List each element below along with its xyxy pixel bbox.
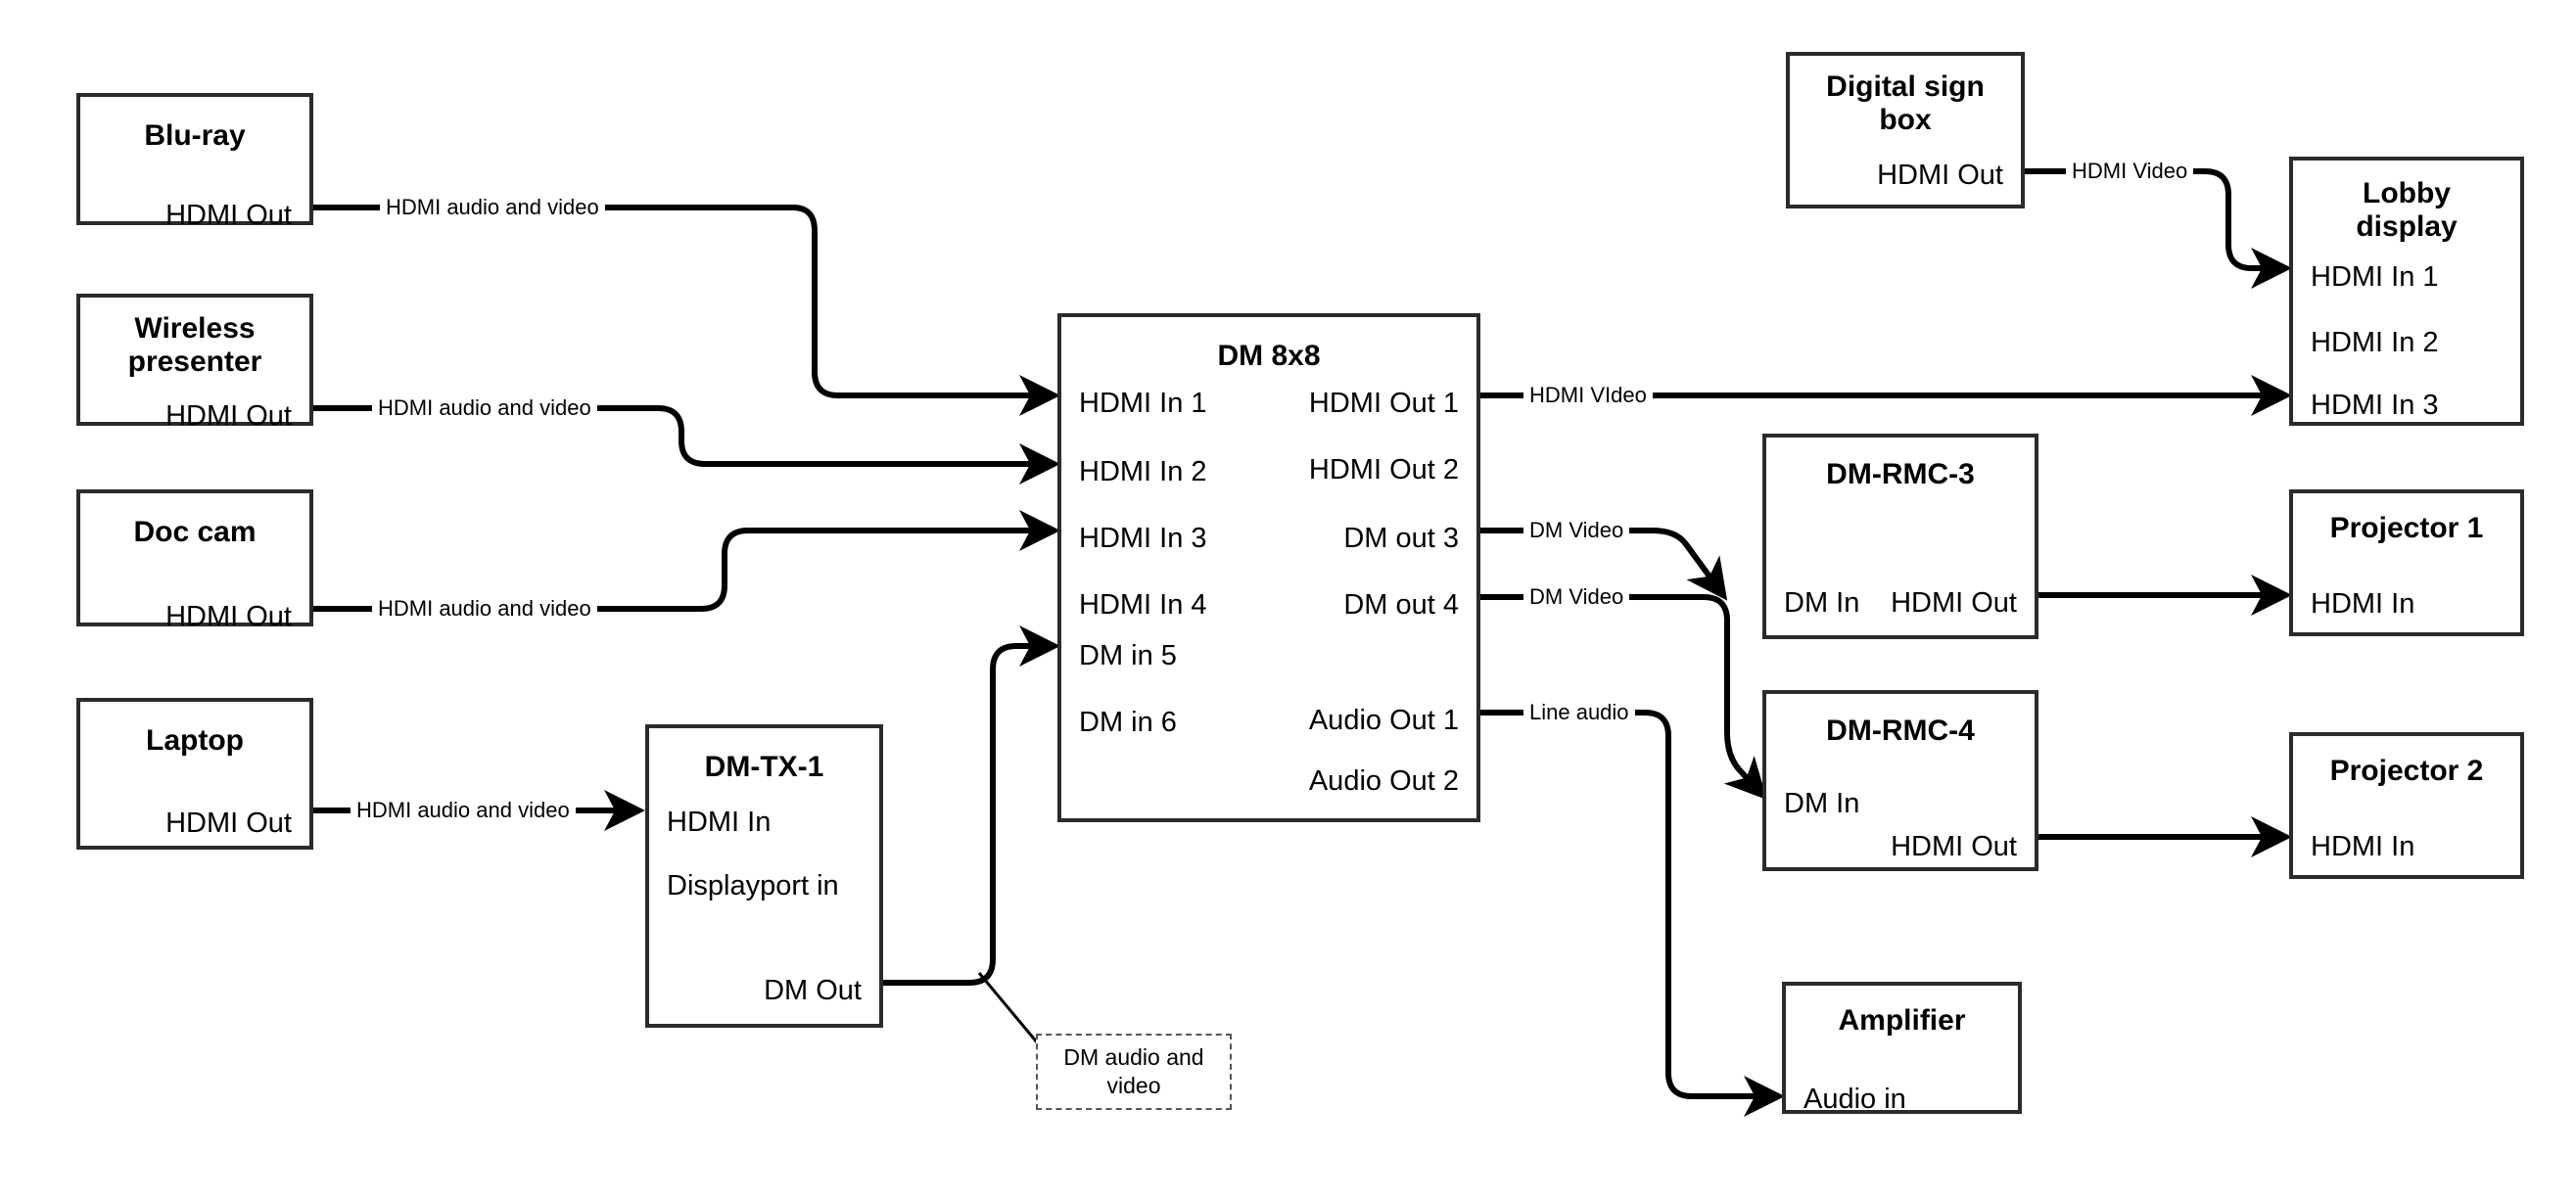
node-dm-8x8-output-3[interactable]: DM out 3: [1343, 523, 1459, 554]
node-laptop[interactable]: Laptop HDMI Out: [76, 698, 313, 850]
node-dm-rmc-3-port-hdmi-out[interactable]: HDMI Out: [1891, 587, 2017, 619]
node-projector-2[interactable]: Projector 2 HDMI In: [2289, 732, 2524, 879]
node-dm-8x8-output-4[interactable]: DM out 4: [1343, 589, 1459, 621]
node-projector-2-port-hdmi-in[interactable]: HDMI In: [2311, 831, 2415, 862]
node-dm-rmc-3[interactable]: DM-RMC-3 DM In HDMI Out: [1762, 434, 2038, 639]
node-dm-rmc-3-port-dm-in[interactable]: DM In: [1784, 587, 1860, 619]
node-dm-rmc-4-port-hdmi-out[interactable]: HDMI Out: [1891, 831, 2017, 862]
node-dm-8x8-title: DM 8x8: [1217, 340, 1321, 372]
node-dm-8x8-input-5[interactable]: DM in 5: [1079, 640, 1177, 671]
wire-label-dm-audio-to-amp: Line audio: [1523, 702, 1635, 723]
node-dm-tx-1[interactable]: DM-TX-1 HDMI In Displayport in DM Out: [645, 724, 883, 1028]
node-projector-1-title: Projector 1: [2329, 512, 2484, 544]
node-doc-cam-port-hdmi-out[interactable]: HDMI Out: [165, 601, 292, 632]
node-dm-8x8[interactable]: DM 8x8 HDMI In 1 HDMI In 2 HDMI In 3 HDM…: [1057, 313, 1480, 822]
node-dm-8x8-input-6[interactable]: DM in 6: [1079, 707, 1177, 738]
node-dm-rmc-4[interactable]: DM-RMC-4 DM In HDMI Out: [1762, 690, 2038, 871]
node-digital-sign-box-title-line1: Digital sign: [1826, 70, 1985, 103]
node-bluray-port-hdmi-out[interactable]: HDMI Out: [165, 200, 292, 231]
wire-label-dm-out3-to-rmc3: DM Video: [1523, 520, 1630, 541]
node-lobby-display-title-line2: display: [2356, 210, 2458, 243]
node-wireless-presenter-title-line2: presenter: [127, 346, 262, 378]
wire-dmtx1-to-dm-in5: [883, 625, 1060, 986]
node-dm-rmc-3-title: DM-RMC-3: [1826, 458, 1975, 490]
wire-bluray-to-dm-in1: [313, 205, 1060, 416]
node-amplifier-title: Amplifier: [1838, 1004, 1966, 1037]
wire-dm-out4-to-rmc4: [1480, 594, 1767, 801]
node-digital-sign-box-port-hdmi-out[interactable]: HDMI Out: [1877, 160, 2003, 191]
node-dm-tx-1-title: DM-TX-1: [704, 751, 824, 783]
wire-label-dm-out4-to-rmc4: DM Video: [1523, 586, 1630, 608]
node-dm-8x8-input-1[interactable]: HDMI In 1: [1079, 388, 1207, 419]
node-bluray[interactable]: Blu-ray HDMI Out: [76, 93, 313, 230]
node-dm-rmc-4-port-dm-in[interactable]: DM In: [1784, 788, 1860, 819]
node-digital-sign-box-title-line2: box: [1879, 104, 1932, 136]
node-wireless-presenter-title-line1: Wireless: [134, 312, 256, 345]
node-dm-8x8-input-3[interactable]: HDMI In 3: [1079, 523, 1207, 554]
node-lobby-display[interactable]: Lobby display HDMI In 1 HDMI In 2 HDMI I…: [2289, 157, 2524, 426]
node-dm-tx-1-port-dm-out[interactable]: DM Out: [764, 975, 862, 1006]
node-bluray-title: Blu-ray: [144, 119, 246, 152]
node-lobby-display-input-1[interactable]: HDMI In 1: [2311, 261, 2439, 293]
node-laptop-title: Laptop: [146, 724, 244, 757]
node-dm-rmc-4-title: DM-RMC-4: [1826, 715, 1975, 747]
node-projector-2-title: Projector 2: [2329, 755, 2484, 787]
wire-label-doccam-to-dm: HDMI audio and video: [372, 598, 597, 620]
wire-sign-to-lobby-in1: [2025, 168, 2292, 289]
node-amplifier[interactable]: Amplifier Audio in: [1782, 982, 2022, 1114]
wire-label-sign-to-lobby: HDMI Video: [2066, 161, 2194, 182]
wire-dm-audio-to-amp: [1480, 710, 1785, 1117]
node-dm-8x8-output-5[interactable]: Audio Out 1: [1308, 705, 1459, 736]
node-dm-tx-1-port-hdmi-in[interactable]: HDMI In: [667, 807, 772, 838]
wire-label-wireless-to-dm: HDMI audio and video: [372, 397, 597, 419]
node-lobby-display-title-line1: Lobby: [2363, 177, 2451, 209]
node-projector-1[interactable]: Projector 1 HDMI In: [2289, 489, 2524, 636]
node-dm-8x8-output-2[interactable]: HDMI Out 2: [1308, 454, 1459, 485]
node-dm-tx-1-port-displayport-in[interactable]: Displayport in: [667, 870, 839, 901]
wire-label-bluray-to-dm: HDMI audio and video: [380, 197, 605, 218]
node-dm-8x8-output-1[interactable]: HDMI Out 1: [1308, 388, 1459, 419]
node-amplifier-port-audio-in[interactable]: Audio in: [1803, 1084, 1906, 1115]
node-doc-cam-title: Doc cam: [133, 516, 257, 548]
node-laptop-port-hdmi-out[interactable]: HDMI Out: [165, 808, 292, 839]
node-doc-cam[interactable]: Doc cam HDMI Out: [76, 489, 313, 631]
node-lobby-display-input-2[interactable]: HDMI In 2: [2311, 327, 2439, 358]
node-wireless-presenter-port-hdmi-out[interactable]: HDMI Out: [165, 400, 292, 432]
wire-label-dm-out1-to-lobby: HDMI VIdeo: [1523, 385, 1653, 406]
node-dm-8x8-input-2[interactable]: HDMI In 2: [1079, 456, 1207, 487]
note-dm-audio-and-video: DM audio and video: [1036, 1034, 1232, 1110]
node-digital-sign-box[interactable]: Digital sign box HDMI Out: [1786, 52, 2025, 208]
node-dm-8x8-input-4[interactable]: HDMI In 4: [1079, 589, 1207, 621]
node-projector-1-port-hdmi-in[interactable]: HDMI In: [2311, 588, 2415, 620]
node-lobby-display-input-3[interactable]: HDMI In 3: [2311, 390, 2439, 421]
wire-label-laptop-to-dmtx1: HDMI audio and video: [351, 800, 576, 821]
node-wireless-presenter[interactable]: Wireless presenter HDMI Out: [76, 294, 313, 431]
node-dm-8x8-output-6[interactable]: Audio Out 2: [1308, 765, 1459, 797]
